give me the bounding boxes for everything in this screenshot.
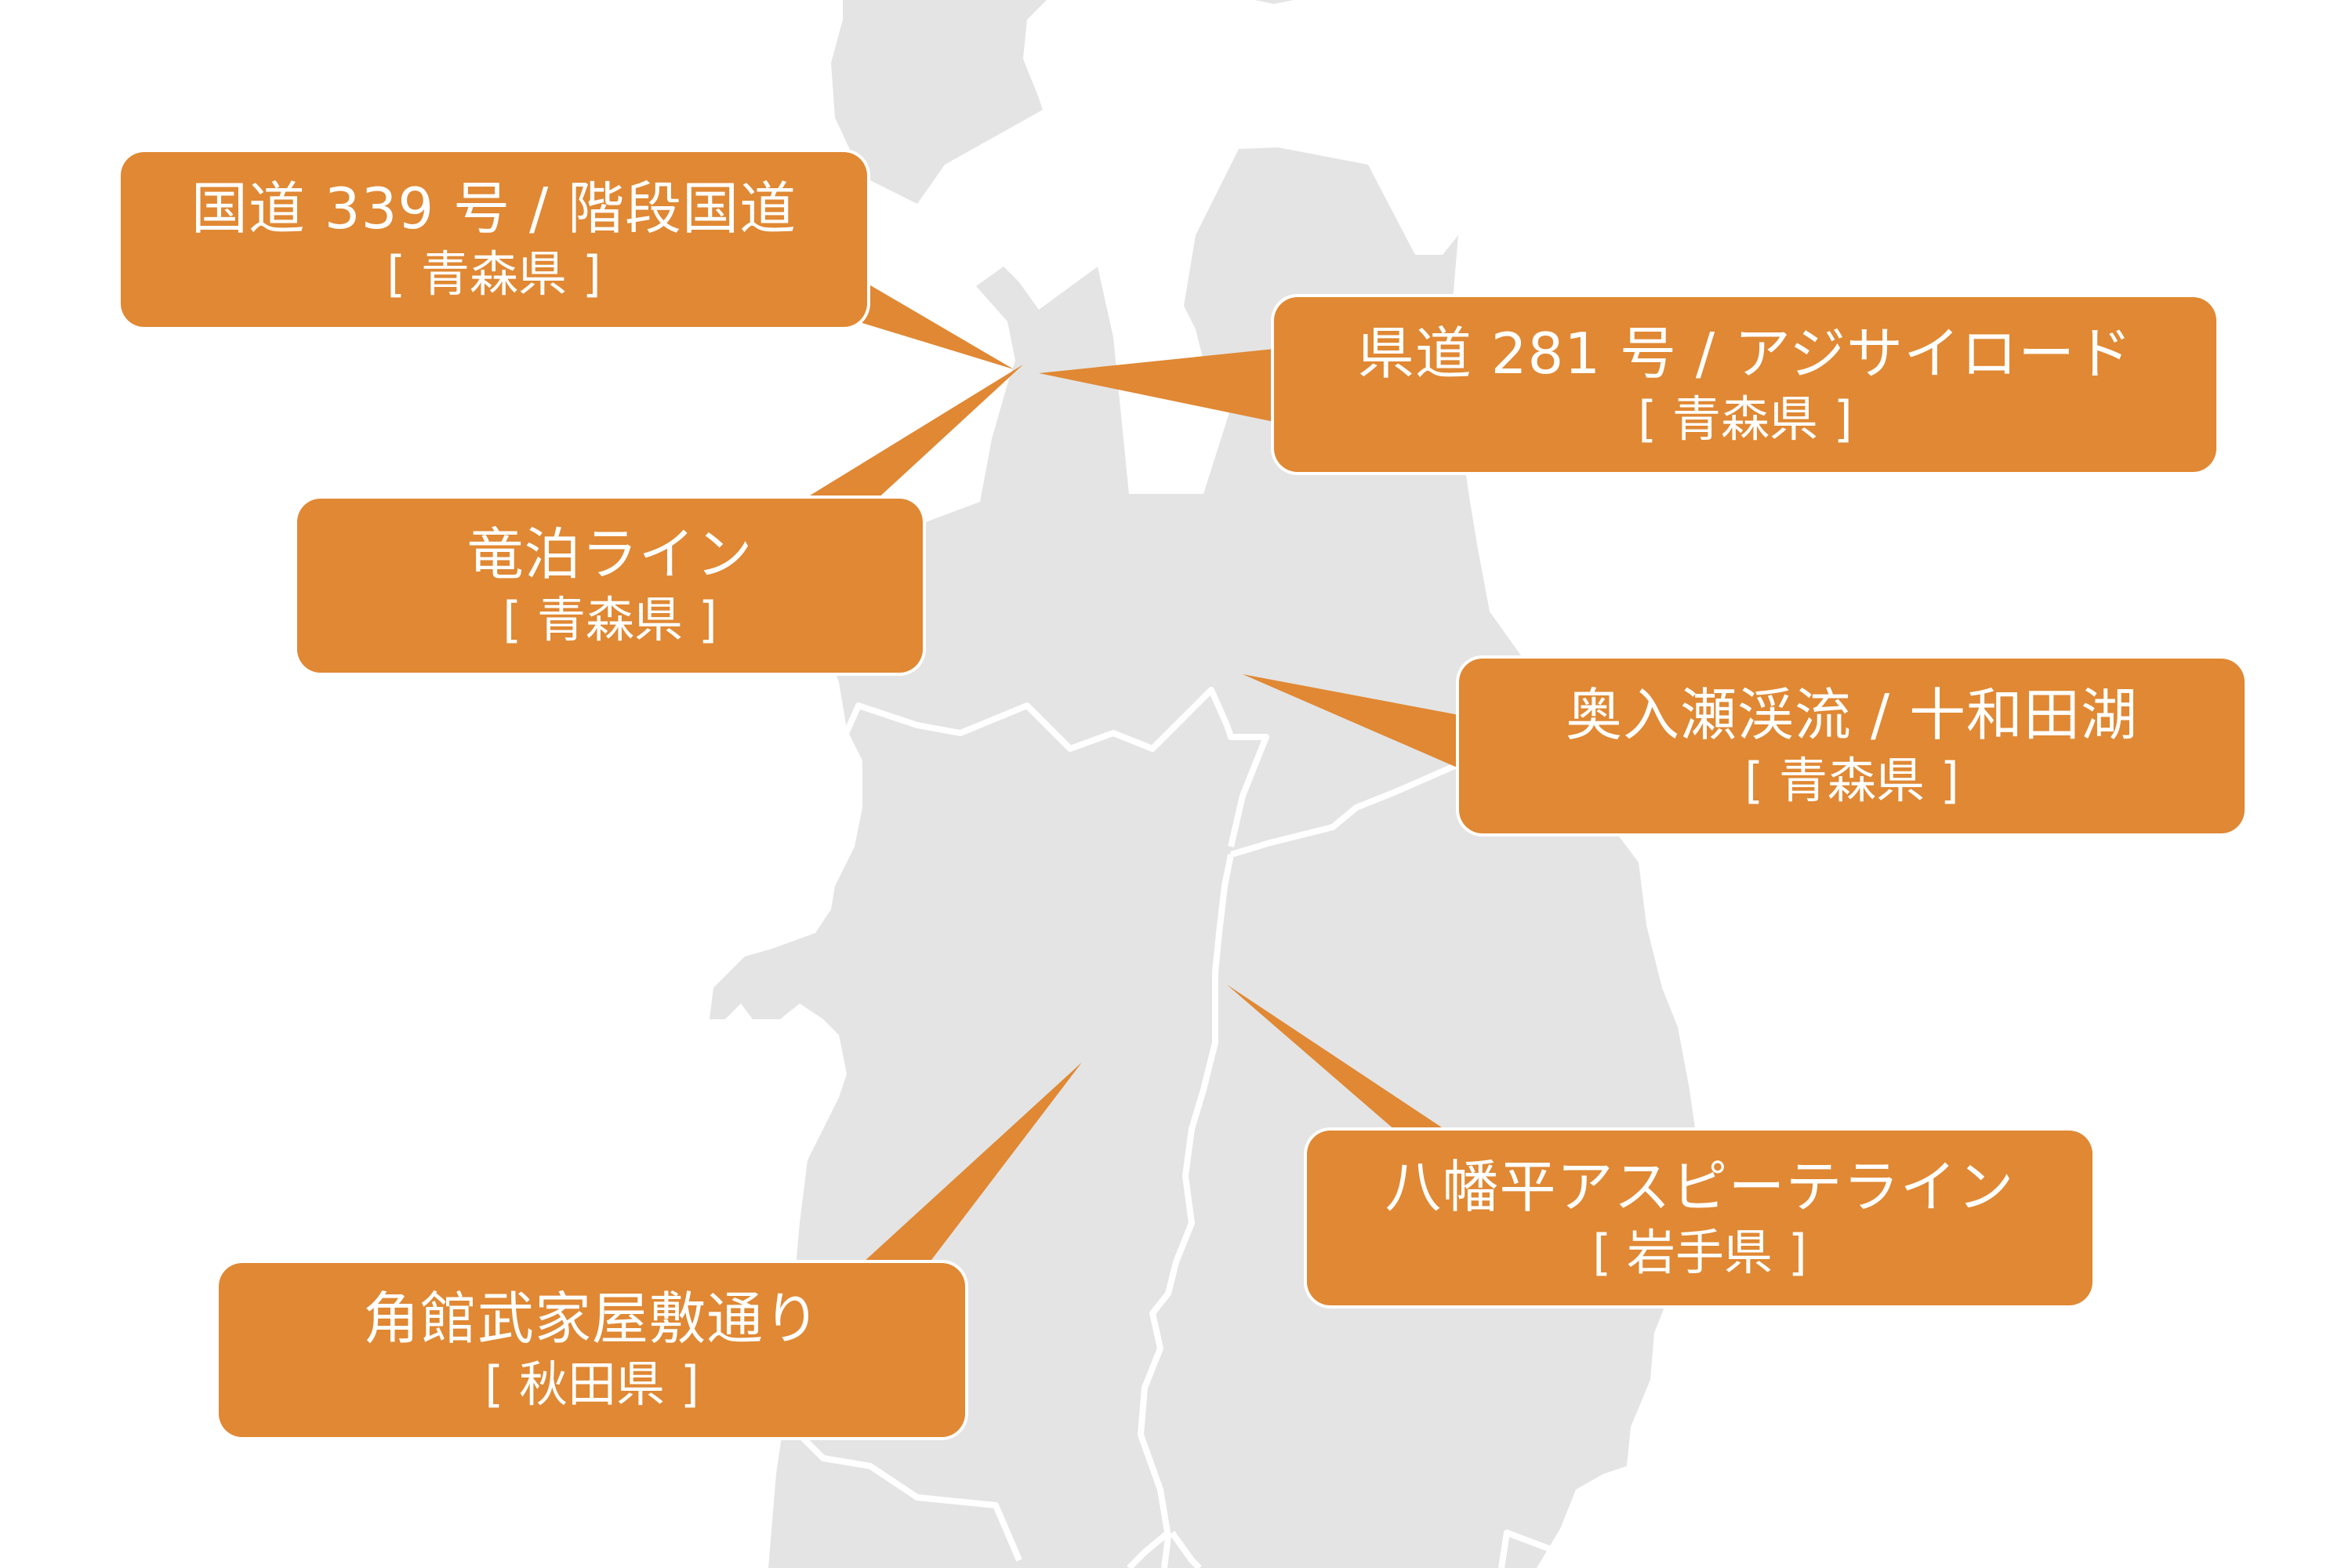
pointer-route281 bbox=[1039, 349, 1274, 422]
pointer-oirase bbox=[1243, 674, 1459, 768]
miyagi-border-a bbox=[1127, 1530, 1171, 1568]
callout-pointers bbox=[800, 281, 1459, 1263]
tsugaru-tip bbox=[831, 0, 1047, 204]
callout-prefecture: [ 青森県 ] bbox=[387, 245, 601, 303]
callout-prefecture: [ 青森県 ] bbox=[1638, 390, 1853, 448]
akita-south-border bbox=[789, 1425, 1022, 1562]
aomori-akita-border bbox=[842, 687, 1269, 848]
akita-iwate-border bbox=[1138, 854, 1234, 1568]
callout-title: 八幡平アスピーテライン bbox=[1385, 1153, 2015, 1220]
callout-prefecture: [ 青森県 ] bbox=[1744, 751, 1959, 809]
pointer-route339 bbox=[862, 281, 1014, 369]
callout-oirase-towada: 奥入瀬渓流 / 十和田湖 [ 青森県 ] bbox=[1459, 659, 2245, 833]
iwate-miyagi-border bbox=[1498, 1530, 1567, 1568]
aomori-iwate-border bbox=[1229, 761, 1460, 858]
callout-prefecture: [ 岩手県 ] bbox=[1592, 1223, 1807, 1281]
callout-prefecture: [ 青森県 ] bbox=[503, 591, 717, 648]
prefecture-borders bbox=[789, 687, 1567, 1568]
miyagi-border-b bbox=[1169, 1530, 1202, 1568]
callout-title: 奥入瀬渓流 / 十和田湖 bbox=[1565, 681, 2139, 748]
pointer-kakunodate bbox=[862, 1062, 1082, 1263]
callout-title: 国道 339 号 / 階段国道 bbox=[191, 175, 797, 241]
pointer-hachimantai bbox=[1227, 985, 1446, 1131]
pointer-tappi bbox=[800, 365, 1023, 502]
callout-prefecture: [ 秋田県 ] bbox=[485, 1356, 699, 1413]
callout-route339: 国道 339 号 / 階段国道 [ 青森県 ] bbox=[121, 152, 867, 327]
callout-route281: 県道 281 号 / アジサイロード [ 青森県 ] bbox=[1274, 297, 2216, 472]
callout-kakunodate: 角館武家屋敷通り [ 秋田県 ] bbox=[219, 1263, 965, 1437]
top-fragment bbox=[1254, 0, 1294, 4]
callout-tappi-line: 竜泊ライン [ 青森県 ] bbox=[297, 499, 923, 673]
callout-hachimantai: 八幡平アスピーテライン [ 岩手県 ] bbox=[1307, 1131, 2092, 1305]
callout-title: 角館武家屋敷通り bbox=[362, 1286, 821, 1352]
callout-title: 竜泊ライン bbox=[466, 521, 753, 587]
callout-title: 県道 281 号 / アジサイロード bbox=[1357, 320, 2133, 387]
